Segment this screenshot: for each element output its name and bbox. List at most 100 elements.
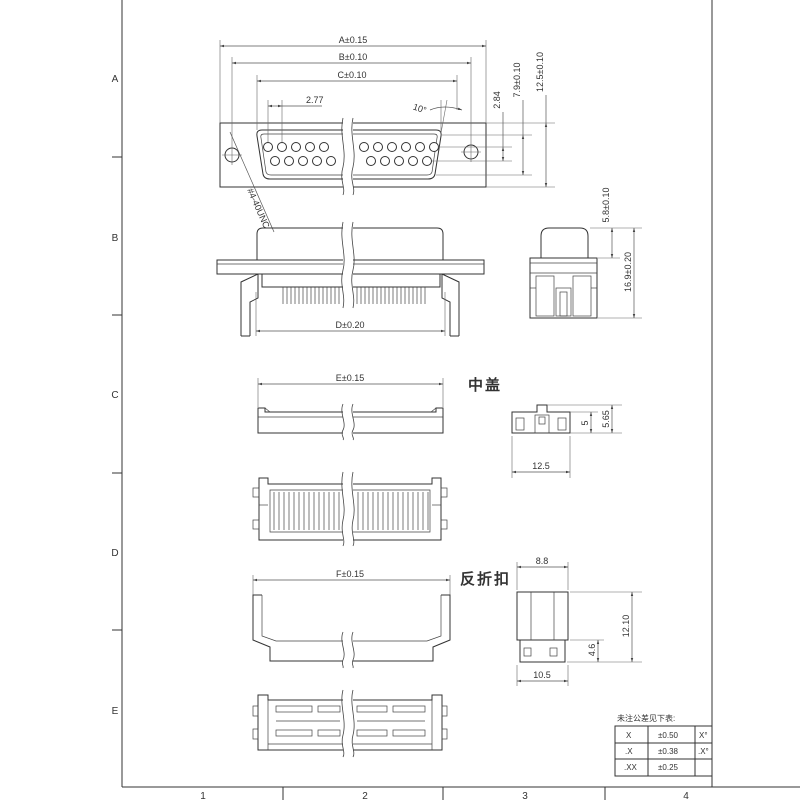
dimension-clip-top-width: 8.8 bbox=[516, 556, 569, 590]
cover-outer-height-label: 5.65 bbox=[601, 410, 611, 428]
shell-inner-left bbox=[260, 133, 343, 176]
row-label-e: E bbox=[112, 706, 119, 717]
clip-lower-height-label: 4.6 bbox=[587, 644, 597, 657]
cover-width-label: 12.5 bbox=[532, 461, 550, 471]
grid-row-labels: A B C D E bbox=[111, 74, 118, 717]
dimension-f-label: F±0.15 bbox=[336, 569, 364, 579]
folding-clip-front-view: F±0.15 bbox=[252, 569, 451, 669]
dimension-f: F±0.15 bbox=[252, 569, 451, 598]
flange-right bbox=[353, 122, 487, 188]
middle-cover-title: 中盖 bbox=[468, 376, 502, 394]
pin-row-top bbox=[263, 142, 439, 152]
cover-inner-height-label: 5 bbox=[580, 420, 590, 425]
connector-side-view: D±0.20 bbox=[216, 221, 485, 337]
cover-top-right bbox=[353, 477, 442, 541]
clip-end-hole-right bbox=[549, 647, 558, 657]
latch-slot bbox=[559, 291, 568, 317]
mounting-hole-right bbox=[461, 142, 481, 162]
dimension-a: A±0.15 bbox=[219, 35, 487, 123]
connector-end-view: 5.8±0.10 16.9±0.20 bbox=[529, 188, 642, 319]
cover-end-slot-left bbox=[515, 417, 525, 431]
row-label-d: D bbox=[111, 548, 118, 559]
middle-cover-top-view bbox=[252, 471, 448, 547]
break-line bbox=[341, 117, 345, 196]
dimension-b: B±0.10 bbox=[231, 52, 472, 145]
dimension-angle: 10° bbox=[412, 99, 463, 134]
break-line bbox=[351, 631, 355, 669]
clip-top-width-label: 8.8 bbox=[536, 556, 549, 566]
column-label-1: 1 bbox=[200, 791, 206, 800]
contact-tails-right bbox=[356, 287, 426, 304]
break-line bbox=[351, 471, 355, 547]
column-label-2: 2 bbox=[362, 791, 368, 800]
flange-left bbox=[219, 122, 343, 188]
dimension-cover-width: 12.5 bbox=[511, 436, 571, 478]
row-spacing-label: 2.84 bbox=[492, 91, 502, 109]
board-lock-left bbox=[240, 273, 259, 337]
clip-end-lower bbox=[519, 640, 566, 663]
pin-row-bottom bbox=[270, 156, 432, 166]
tolerance-row-angle: X° bbox=[699, 731, 708, 740]
shell-outer-left bbox=[256, 129, 343, 180]
tolerance-row-angle: .X° bbox=[698, 747, 709, 756]
middle-cover-end-view: 5 5.65 12.5 bbox=[511, 404, 622, 478]
cavity-right bbox=[572, 275, 592, 317]
break-line bbox=[341, 221, 345, 309]
angle-label: 10° bbox=[412, 102, 428, 116]
break-line bbox=[351, 403, 355, 441]
tolerance-row-format: .X bbox=[625, 747, 633, 756]
dimension-pin-pitch: 2.77 bbox=[267, 95, 324, 142]
flange-height-label: 12.5±0.10 bbox=[535, 52, 545, 92]
dimension-cover-outer-height: 5.65 bbox=[547, 404, 622, 433]
dimension-e-label: E±0.15 bbox=[336, 373, 364, 383]
dimension-clip-lower-height: 4.6 bbox=[570, 639, 604, 662]
insulator-body-left bbox=[261, 274, 343, 288]
tolerance-row-value: ±0.25 bbox=[658, 763, 679, 772]
column-label-4: 4 bbox=[683, 791, 689, 800]
row-label-b: B bbox=[112, 233, 119, 244]
end-shell-height-label: 5.8±0.10 bbox=[601, 188, 611, 223]
flange-right bbox=[353, 259, 485, 275]
board-lock-right bbox=[441, 273, 460, 337]
shell-outer-right bbox=[353, 129, 442, 180]
break-line bbox=[341, 403, 345, 441]
clip-end-upper bbox=[516, 591, 569, 641]
cover-right bbox=[353, 407, 444, 434]
clip-end-hole-left bbox=[523, 647, 532, 657]
cover-left bbox=[257, 407, 343, 434]
dimension-e: E±0.15 bbox=[257, 373, 444, 407]
break-line bbox=[351, 221, 355, 309]
drawing-frame bbox=[112, 0, 800, 800]
dimension-shell-height: 7.9±0.10 bbox=[436, 63, 532, 176]
tolerance-row-value: ±0.50 bbox=[658, 731, 679, 740]
clip-left bbox=[252, 594, 343, 662]
connector-top-view: A±0.15 B±0.10 C±0.10 2.77 10° bbox=[219, 35, 555, 233]
tolerance-table: 未注公差见下表: X ±0.50 X° .X ±0.38 .X° .XX ±0.… bbox=[614, 713, 713, 777]
contact-tails-left bbox=[282, 287, 340, 304]
clip-right bbox=[353, 594, 451, 662]
shell-dome bbox=[540, 227, 589, 258]
tolerance-table-title: 未注公差见下表: bbox=[617, 713, 675, 723]
cover-end-slot-right bbox=[557, 417, 567, 431]
shell-height-label: 7.9±0.10 bbox=[512, 63, 522, 98]
shell-inner-right bbox=[353, 133, 438, 176]
clip-bottom-width-label: 10.5 bbox=[533, 670, 551, 680]
break-line bbox=[351, 689, 355, 758]
cover-end-center bbox=[534, 414, 550, 434]
dimension-a-label: A±0.15 bbox=[339, 35, 367, 45]
dimension-d-label: D±0.20 bbox=[336, 320, 365, 330]
dimension-c: C±0.10 bbox=[256, 70, 458, 130]
dimension-b-label: B±0.10 bbox=[339, 52, 367, 62]
total-height-label: 16.9±0.20 bbox=[623, 252, 633, 292]
clip-top-left bbox=[257, 694, 343, 751]
clip-top-right bbox=[353, 694, 443, 751]
grid-column-labels: 1 2 3 4 bbox=[200, 791, 689, 800]
break-line bbox=[341, 631, 345, 669]
row-label-a: A bbox=[112, 74, 119, 85]
dimension-clip-height: 12.10 bbox=[567, 591, 642, 663]
folding-clip-title: 反折扣 bbox=[460, 570, 511, 588]
folding-clip-end-view: 8.8 12.10 4.6 10.5 bbox=[516, 556, 642, 686]
shell-left bbox=[256, 227, 343, 260]
cover-top-left bbox=[258, 477, 343, 541]
